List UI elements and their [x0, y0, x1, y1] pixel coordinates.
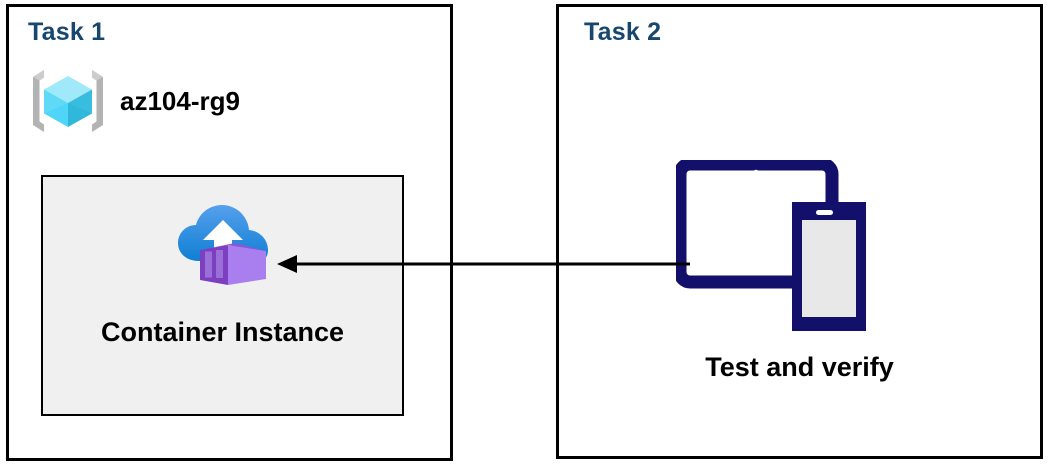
devices-tablet-phone-icon: [676, 160, 866, 331]
devices-group: [676, 160, 876, 335]
azure-resource-group-icon: [33, 70, 103, 132]
azure-container-instance-icon: [177, 205, 268, 285]
task-1-title: Task 1: [28, 18, 106, 46]
test-and-verify-label: Test and verify: [705, 352, 894, 382]
container-instance-box: Container Instance: [41, 175, 404, 416]
resource-group-row: az104-rg9: [30, 63, 330, 139]
test-to-container-arrow: [277, 255, 690, 273]
task-2-title: Task 2: [584, 18, 662, 46]
container-instance-label: Container Instance: [100, 317, 345, 347]
resource-group-label: az104-rg9: [120, 85, 240, 116]
